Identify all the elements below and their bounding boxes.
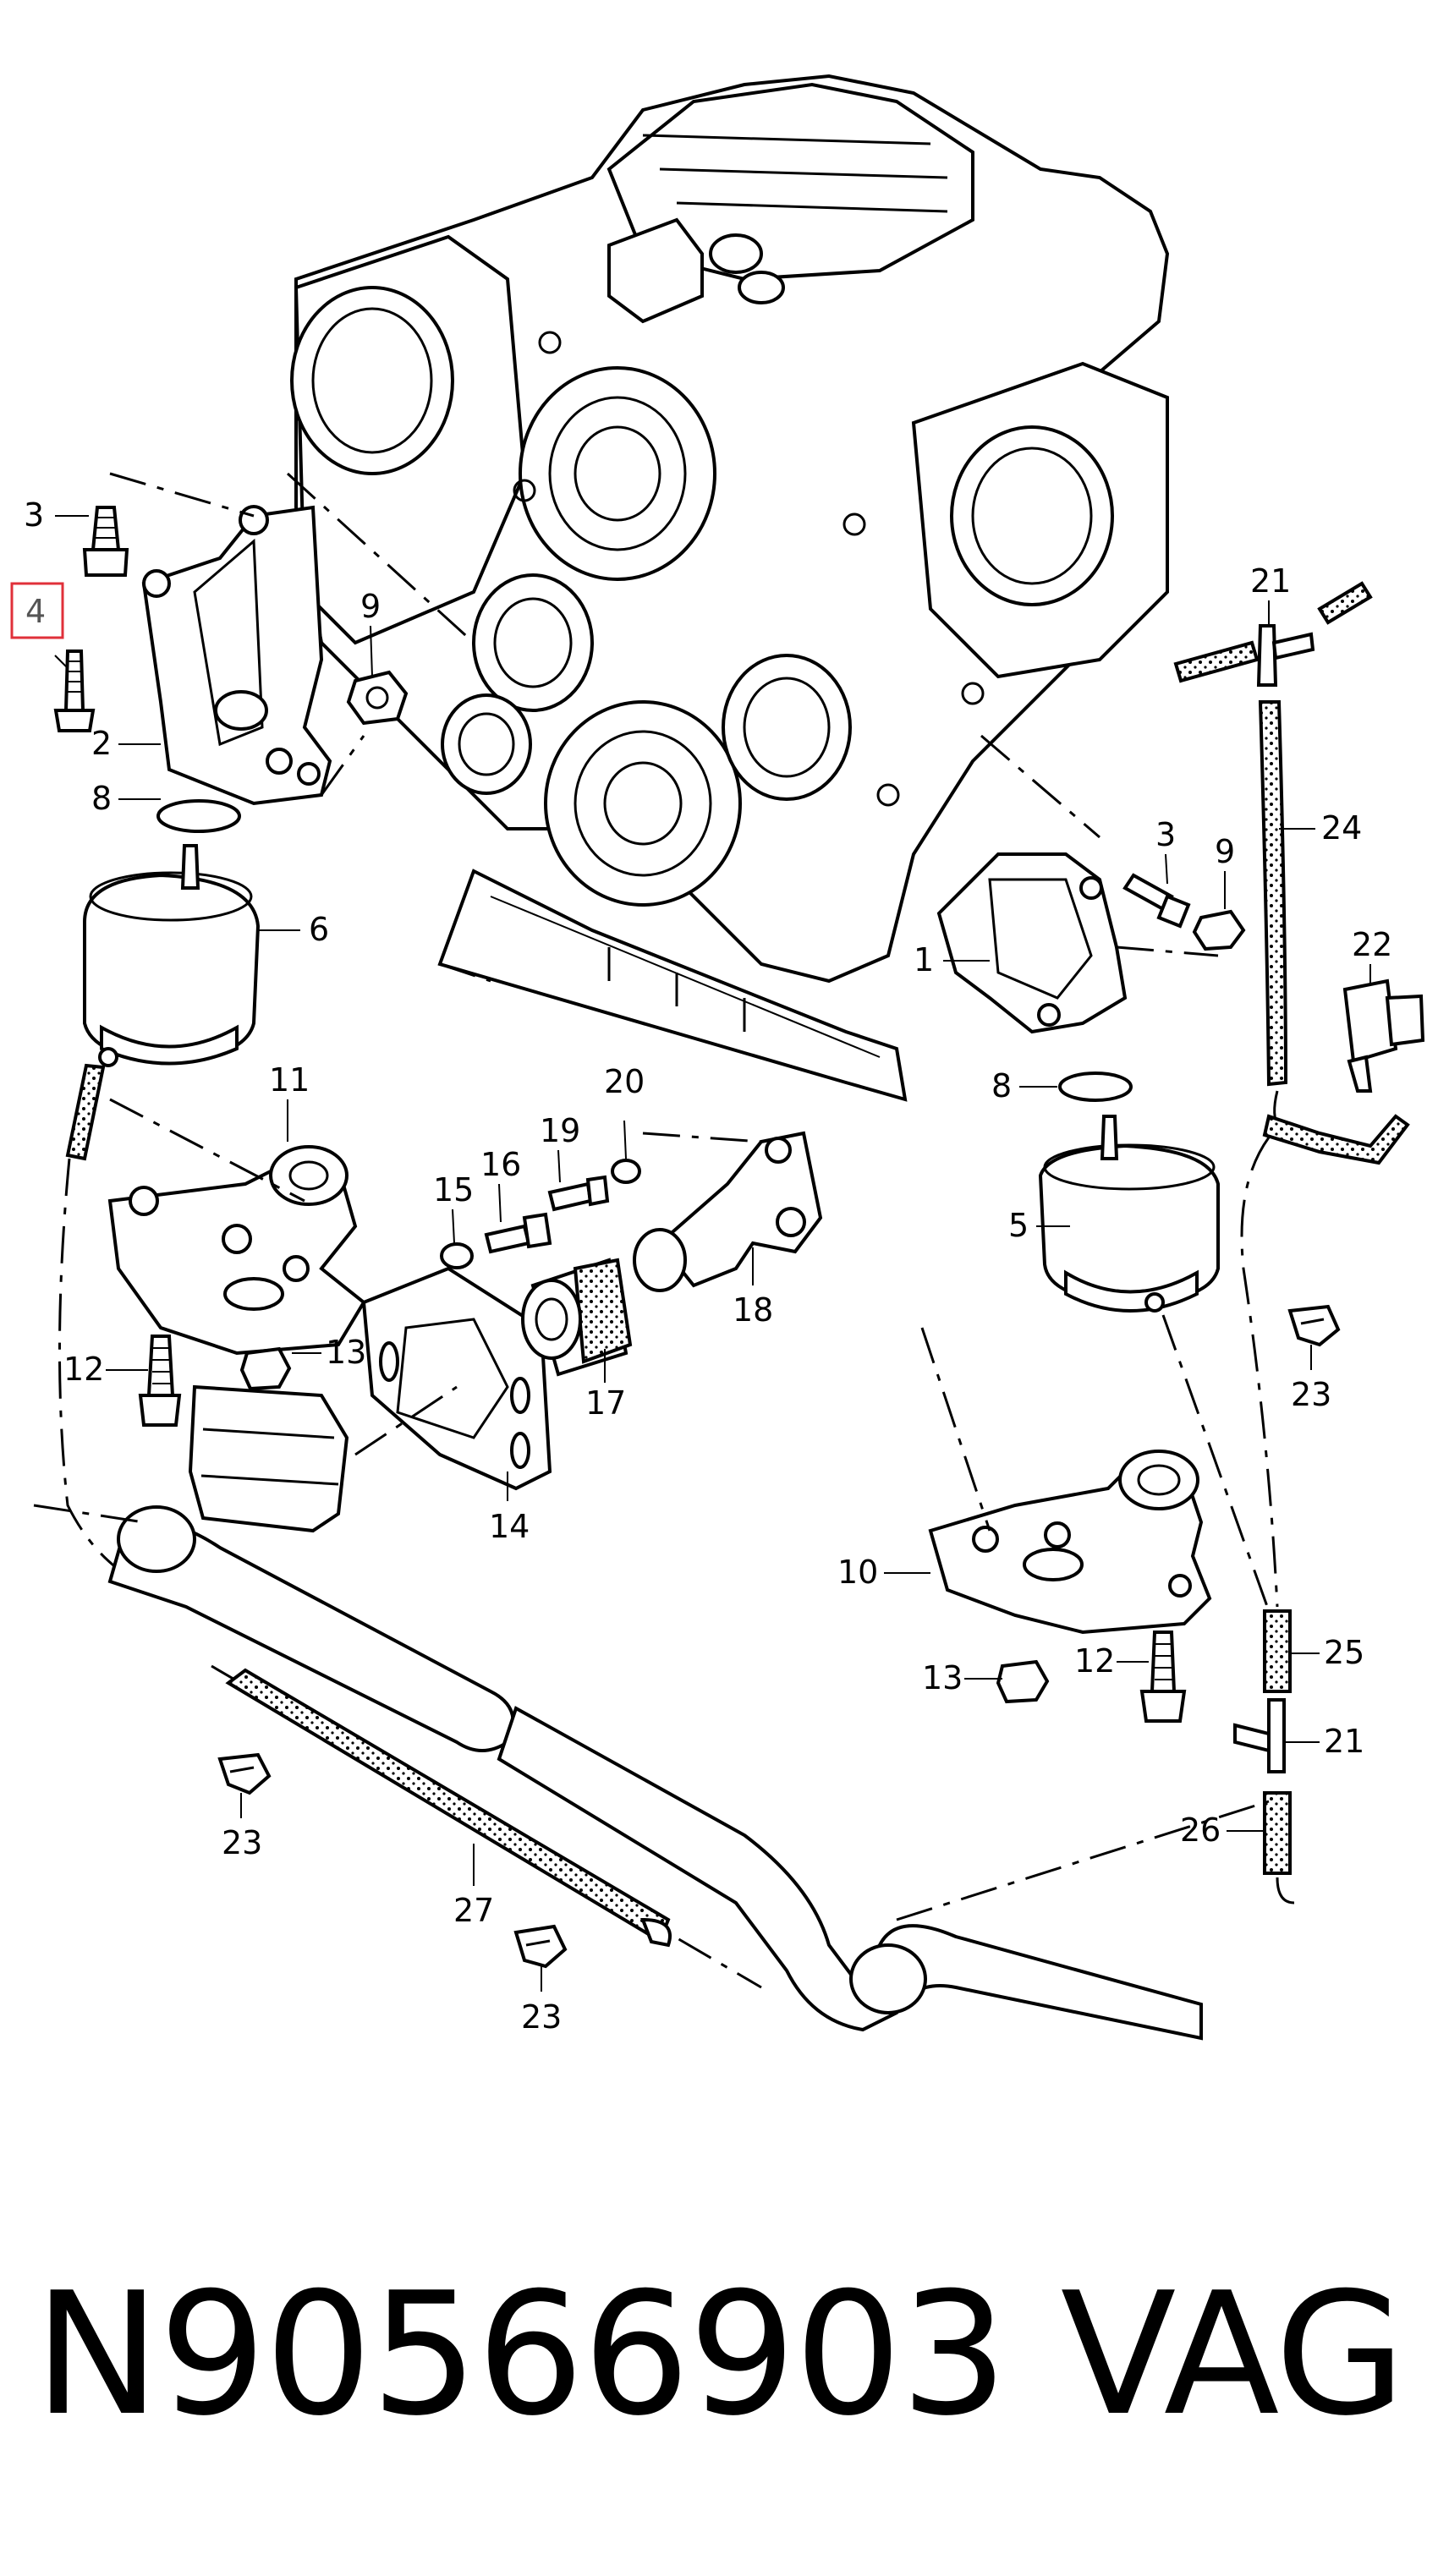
engine-mount-6 [83, 844, 261, 1067]
mount-bracket-11 [107, 1098, 366, 1356]
callout-6[interactable]: 6 [309, 911, 329, 948]
callout-12-left[interactable]: 12 [63, 1351, 104, 1388]
callout-27[interactable]: 27 [453, 1892, 494, 1929]
brand-name: VAG [1060, 2256, 1406, 2453]
hose-25 [1263, 1609, 1292, 1693]
hose-right-return [1240, 1137, 1279, 1608]
callout-3-right[interactable]: 3 [1155, 816, 1176, 853]
washer-15 [440, 1242, 474, 1269]
callout-4[interactable]: 4 [25, 593, 46, 630]
callout-25[interactable]: 25 [1324, 1634, 1364, 1671]
callout-1[interactable]: 1 [914, 941, 934, 978]
callout-10[interactable]: 10 [837, 1554, 878, 1591]
left-engine-bracket [109, 472, 475, 806]
guide-hose-to-mount5 [1161, 1314, 1271, 1612]
callout-24[interactable]: 24 [1321, 809, 1362, 847]
callout-13-right[interactable]: 13 [922, 1659, 963, 1696]
washer-8-left [156, 799, 241, 833]
callout-19[interactable]: 19 [540, 1112, 580, 1149]
callout-3-left[interactable]: 3 [24, 496, 44, 534]
engine-block [290, 74, 1170, 1102]
bolt-12-right [1139, 1631, 1187, 1723]
callout-23-center[interactable]: 23 [521, 1998, 562, 2036]
right-engine-bracket [936, 734, 1219, 1034]
stud-4 [53, 649, 96, 732]
bolt-12-left [138, 1335, 182, 1427]
hose-26 [1263, 1791, 1295, 1905]
callout-16[interactable]: 16 [480, 1146, 521, 1183]
gearbox-mount-pad [188, 1384, 349, 1533]
mount-plate-14 [354, 1266, 552, 1491]
nut-9-left [346, 670, 409, 726]
callout-13-left[interactable]: 13 [326, 1334, 366, 1371]
callout-9-left[interactable]: 9 [360, 588, 381, 625]
part-footer: N90566903 VAG [34, 2256, 1406, 2453]
vacuum-hose-24 [1258, 700, 1288, 1135]
clip-23-center [513, 1924, 568, 1969]
callout-18[interactable]: 18 [733, 1291, 773, 1329]
bolt-3-right [1122, 873, 1191, 929]
bolt-3-left [82, 506, 129, 577]
callout-5[interactable]: 5 [1008, 1207, 1029, 1244]
nut-9-right [1192, 909, 1246, 951]
nut-13-left [239, 1346, 292, 1391]
callout-22[interactable]: 22 [1352, 926, 1392, 963]
callout-15[interactable]: 15 [433, 1171, 474, 1209]
callout-14[interactable]: 14 [489, 1508, 530, 1545]
callout-23-left[interactable]: 23 [222, 1824, 262, 1861]
clip-23-left [217, 1752, 272, 1795]
bolt-16 [484, 1212, 552, 1254]
callout-12-right[interactable]: 12 [1074, 1642, 1115, 1680]
callout-8-left[interactable]: 8 [91, 780, 112, 817]
washer-20 [611, 1159, 641, 1184]
hose-27 [225, 1668, 672, 1948]
subframe-crossmember [33, 1504, 1270, 2041]
callout-9-right[interactable]: 9 [1215, 833, 1235, 870]
valve-22 [1262, 978, 1425, 1165]
t-connector-21-bottom [1233, 1698, 1286, 1773]
callout-8-right[interactable]: 8 [991, 1067, 1012, 1104]
callout-26[interactable]: 26 [1180, 1811, 1221, 1849]
bolt-19 [547, 1175, 610, 1212]
clip-23-right [1287, 1304, 1341, 1347]
nut-13-right [996, 1659, 1050, 1704]
bracket-18 [633, 1131, 823, 1292]
callout-2[interactable]: 2 [91, 725, 112, 762]
callout-11[interactable]: 11 [269, 1061, 310, 1099]
engine-mount-5 [1038, 1115, 1220, 1313]
callout-23-right[interactable]: 23 [1291, 1376, 1331, 1413]
callout-20[interactable]: 20 [604, 1063, 645, 1100]
washer-8-right [1058, 1072, 1133, 1102]
mount-bracket-10 [920, 1327, 1212, 1635]
part-number: N90566903 [34, 2256, 1008, 2453]
callout-17[interactable]: 17 [585, 1384, 626, 1422]
vacuum-hose-left [58, 1063, 195, 1600]
highlight-box-callout-4 [10, 582, 64, 639]
callout-21-bottom[interactable]: 21 [1324, 1723, 1364, 1760]
leader-lines [54, 515, 1371, 1992]
exploded-parts-diagram: 3 4 2 8 9 6 11 12 13 14 15 16 17 18 19 2… [10, 74, 1425, 2041]
callout-21-top[interactable]: 21 [1250, 562, 1291, 600]
bushing-17 [521, 1258, 633, 1377]
